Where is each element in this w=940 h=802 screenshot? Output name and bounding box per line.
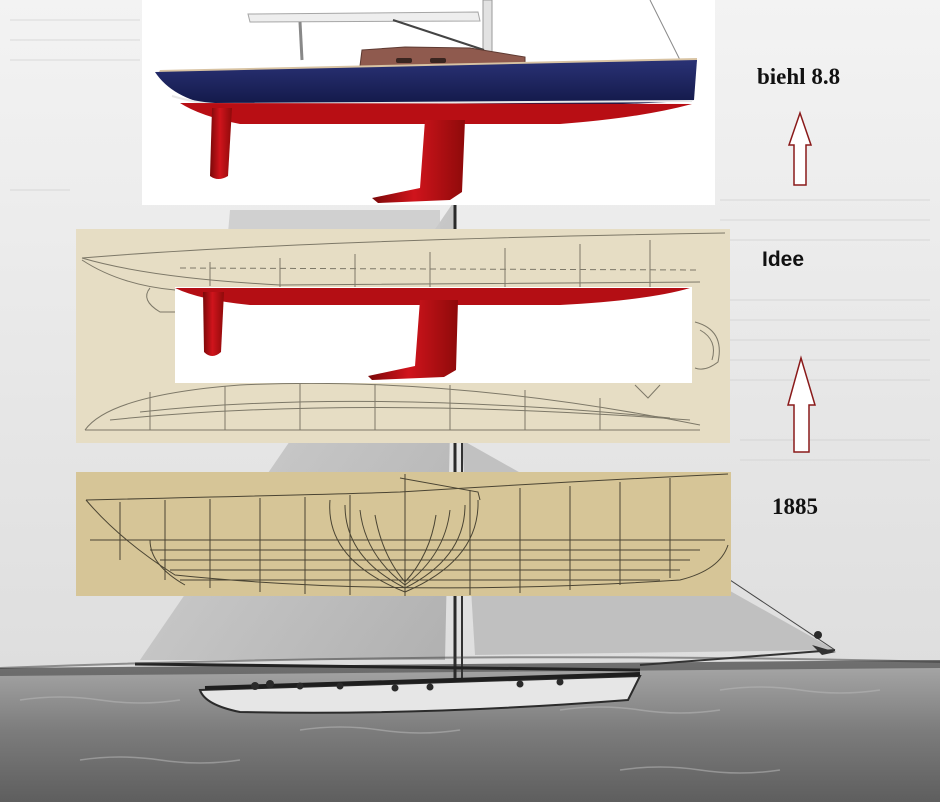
historic-lines-drawing [76,472,731,596]
label-biehl: biehl 8.8 [757,64,841,89]
concept-drawing [76,229,730,443]
modern-boat-rendering [142,0,715,205]
up-arrow-icon [787,355,817,453]
label-year: 1885 [772,494,818,519]
label-idee: Idee [762,248,805,271]
up-arrow-icon [787,110,813,186]
